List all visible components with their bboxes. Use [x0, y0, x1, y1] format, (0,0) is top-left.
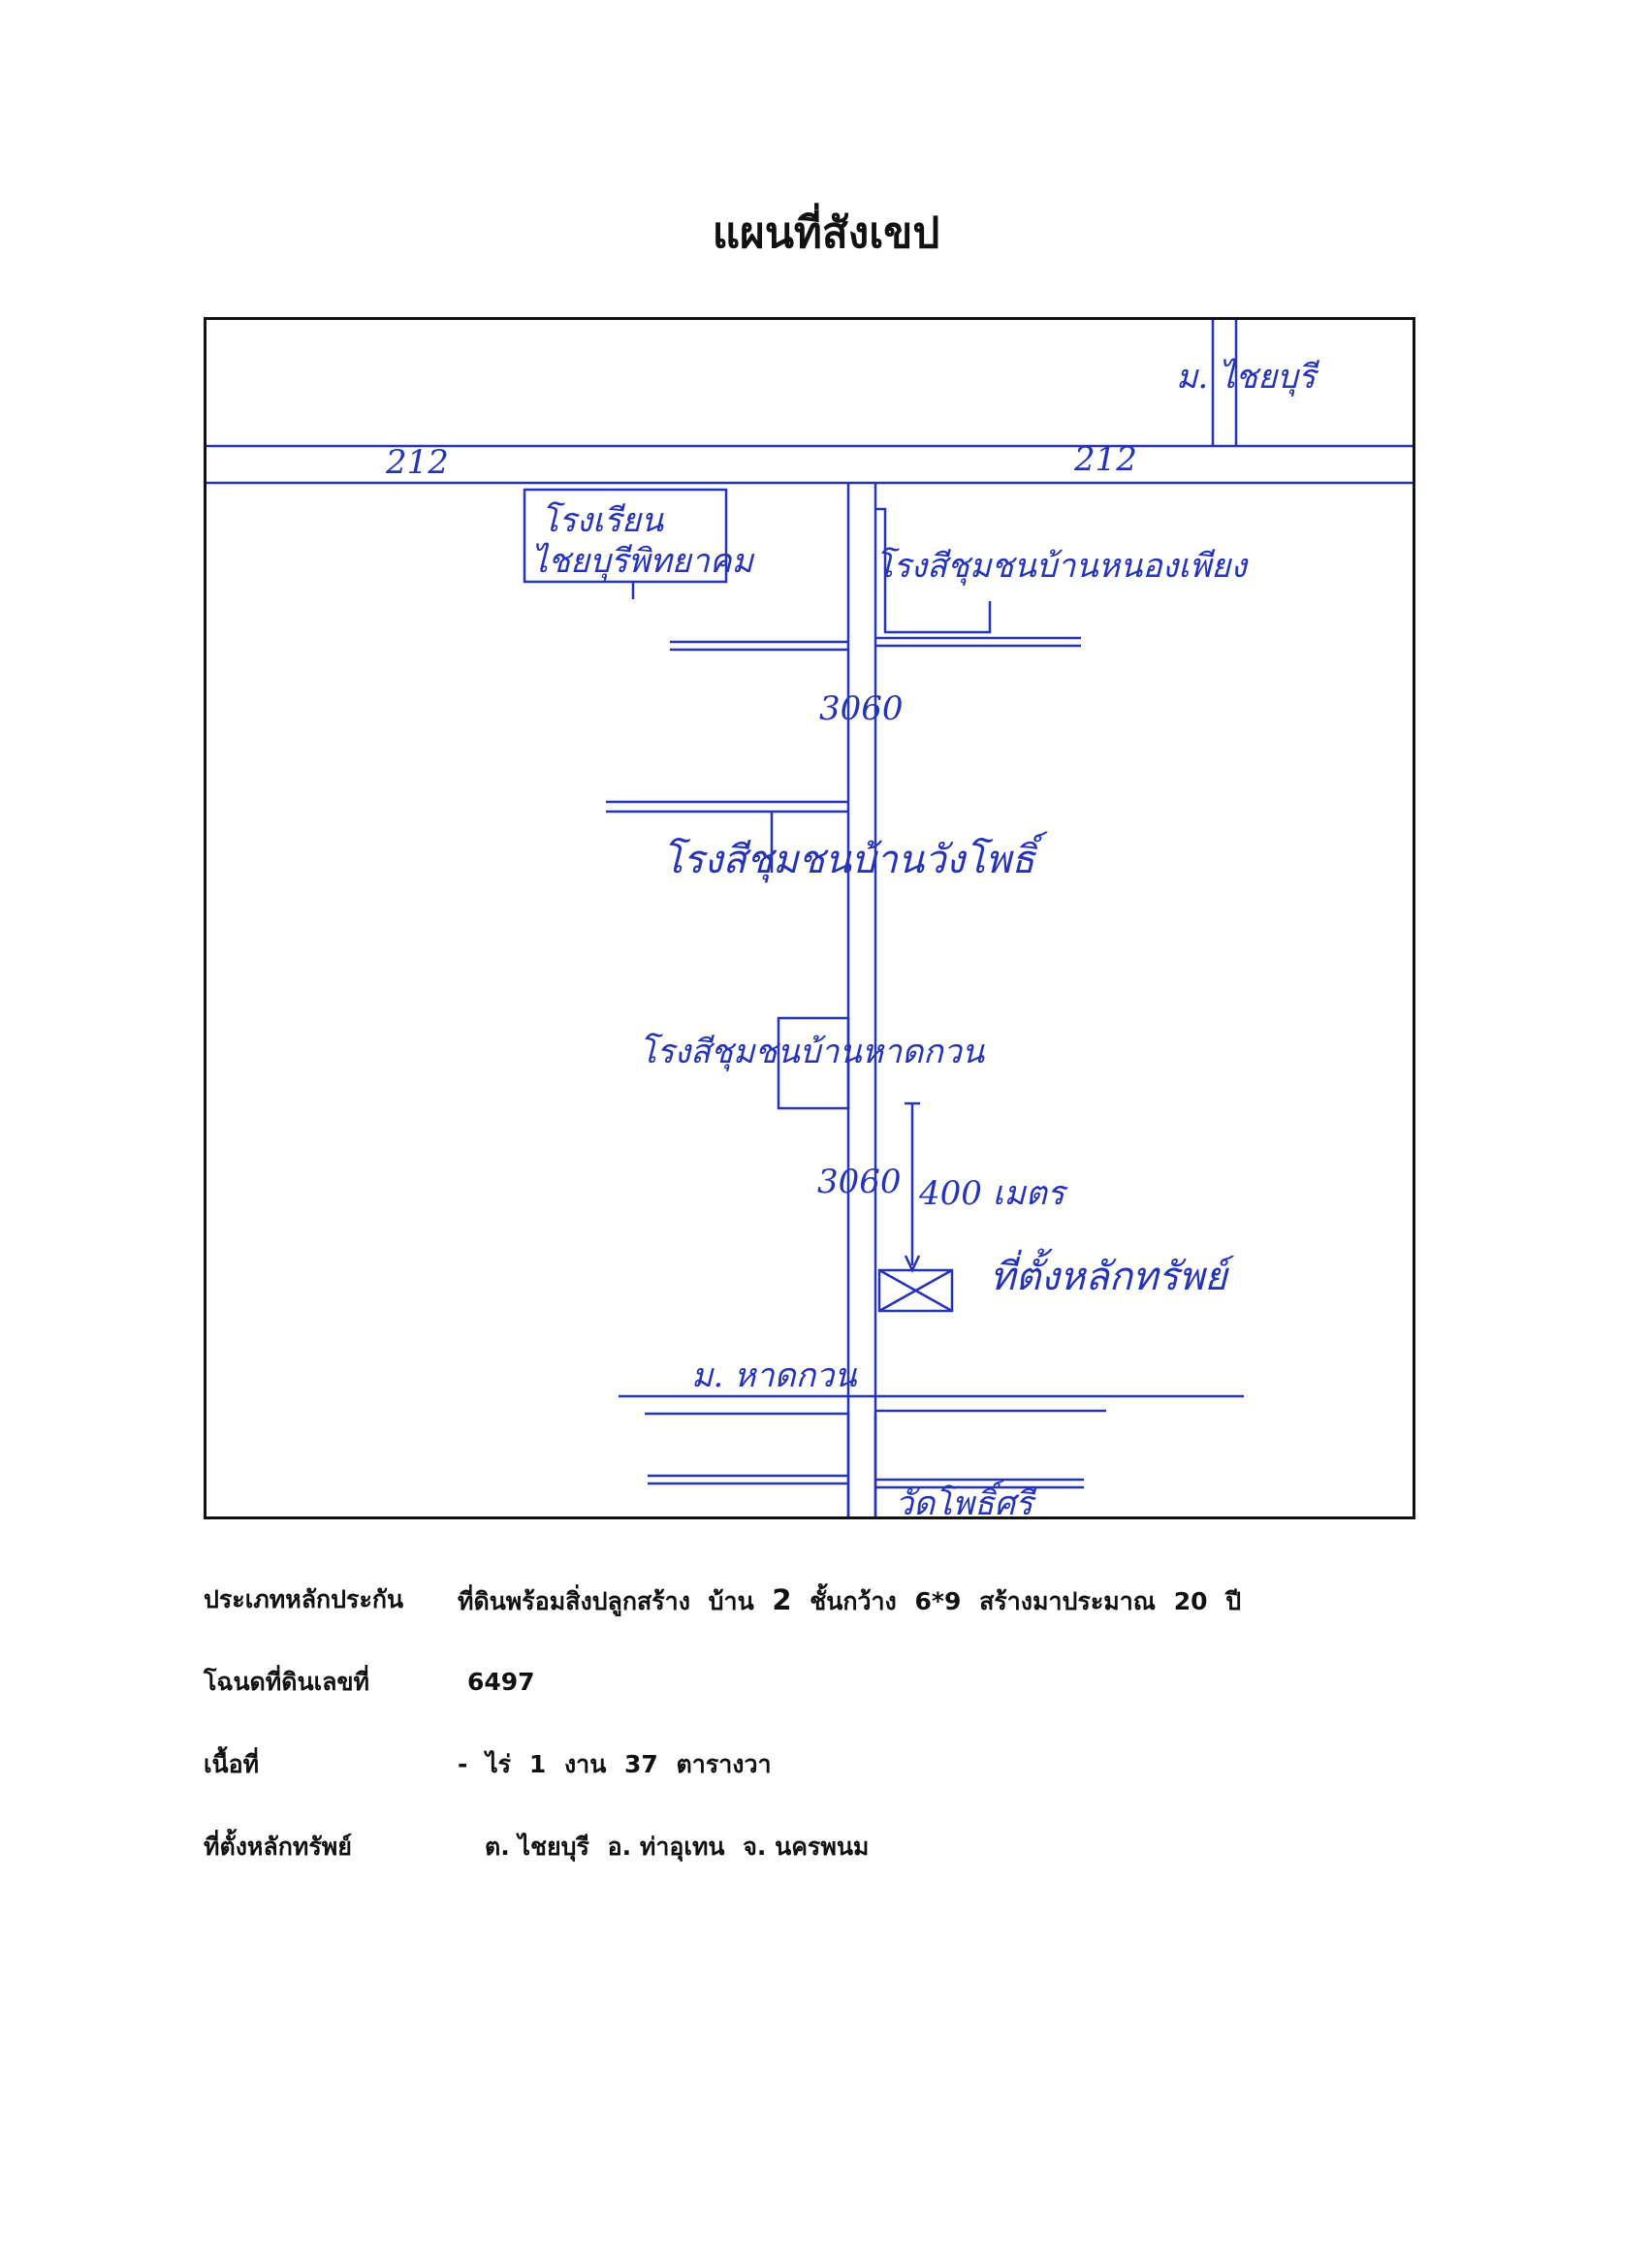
rice-mill-2-label: โรงสีชุมชนบ้านวังโพธิ์	[662, 831, 1049, 883]
document-title: แผนที่สังเขป	[712, 208, 940, 258]
rice-mill-3-label: โรงสีชุมชนบ้านหาดกวน	[639, 1033, 985, 1071]
area-label: เนื้อที่	[204, 1750, 260, 1778]
location-label: ที่ตั้งหลักทรัพย์	[204, 1833, 352, 1861]
rice-mill-3-building	[777, 1016, 850, 1110]
collateral-floors: 2	[772, 1583, 792, 1616]
area-wa: 37	[624, 1750, 658, 1778]
location-amphoe: อ. ท่าอุเทน	[607, 1833, 725, 1861]
collateral-building	[877, 1268, 954, 1313]
deed-label: โฉนดที่ดินเลขที่	[204, 1668, 370, 1696]
road-212-left-label: 212	[385, 443, 449, 482]
road-3060-label-2: 3060	[817, 1163, 902, 1201]
collateral-built-prefix: สร้างมาประมาณ	[979, 1587, 1156, 1615]
area-ngan: 1	[528, 1750, 547, 1778]
sketch-map: ม. ไชยบุรี 212 212 โรงเรียน ไชยบุรีพิทยา…	[204, 317, 1415, 1519]
distance-label: 400 เมตร	[918, 1174, 1068, 1213]
road-3060-label-1: 3060	[819, 689, 904, 728]
collateral-floors-suffix: ชั้นกว้าง	[810, 1587, 897, 1615]
collateral-location-label: ที่ตั้งหลักทรัพย์	[990, 1248, 1235, 1299]
collateral-type-label: ประเภทหลักประกัน	[204, 1585, 404, 1613]
village-top-label: ม. ไชยบุรี	[1176, 358, 1320, 397]
collateral-house: บ้าน	[708, 1587, 754, 1615]
deed-number: 6497	[467, 1668, 535, 1696]
location-tambon: ต. ไชยบุรี	[485, 1833, 589, 1861]
school-label-line2: ไชยบุรีพิทยาคม	[531, 542, 755, 581]
map-lines	[206, 320, 1413, 1516]
collateral-size: 6*9	[914, 1587, 962, 1615]
temple-label: วัดโพธิ์ศรี	[895, 1479, 1037, 1516]
area-rai-unit: ไร่	[486, 1750, 512, 1778]
road-212-right-label: 212	[1073, 440, 1137, 479]
area-wa-unit: ตารางวา	[676, 1750, 772, 1778]
collateral-desc: ที่ดินพร้อมสิ่งปลูกสร้าง	[458, 1587, 690, 1615]
village-bottom-label: ม. หาดกวน	[691, 1356, 857, 1395]
collateral-x-2	[878, 1268, 953, 1313]
area-value: - ไร่ 1 งาน 37 ตารางวา	[458, 1745, 781, 1784]
collateral-years: 20	[1173, 1587, 1208, 1615]
area-ngan-unit: งาน	[563, 1750, 607, 1778]
collateral-years-unit: ปี	[1225, 1587, 1242, 1615]
school-building	[523, 488, 728, 584]
location-changwat: จ. นครพนม	[743, 1833, 870, 1861]
collateral-type-value: ที่ดินพร้อมสิ่งปลูกสร้าง บ้าน 2 ชั้นกว้า…	[458, 1580, 1251, 1621]
rice-mill-1-label: โรงสีชุมชนบ้านหนองเพียง	[875, 547, 1249, 586]
location-value: ต. ไชยบุรี อ. ท่าอุเทน จ. นครพนม	[485, 1828, 878, 1866]
school-label-line1: โรงเรียน	[541, 501, 664, 540]
map-drawing: ม. ไชยบุรี 212 212 โรงเรียน ไชยบุรีพิทยา…	[206, 320, 1413, 1516]
rice-mill-1-building	[875, 507, 992, 634]
area-rai: -	[458, 1750, 468, 1778]
